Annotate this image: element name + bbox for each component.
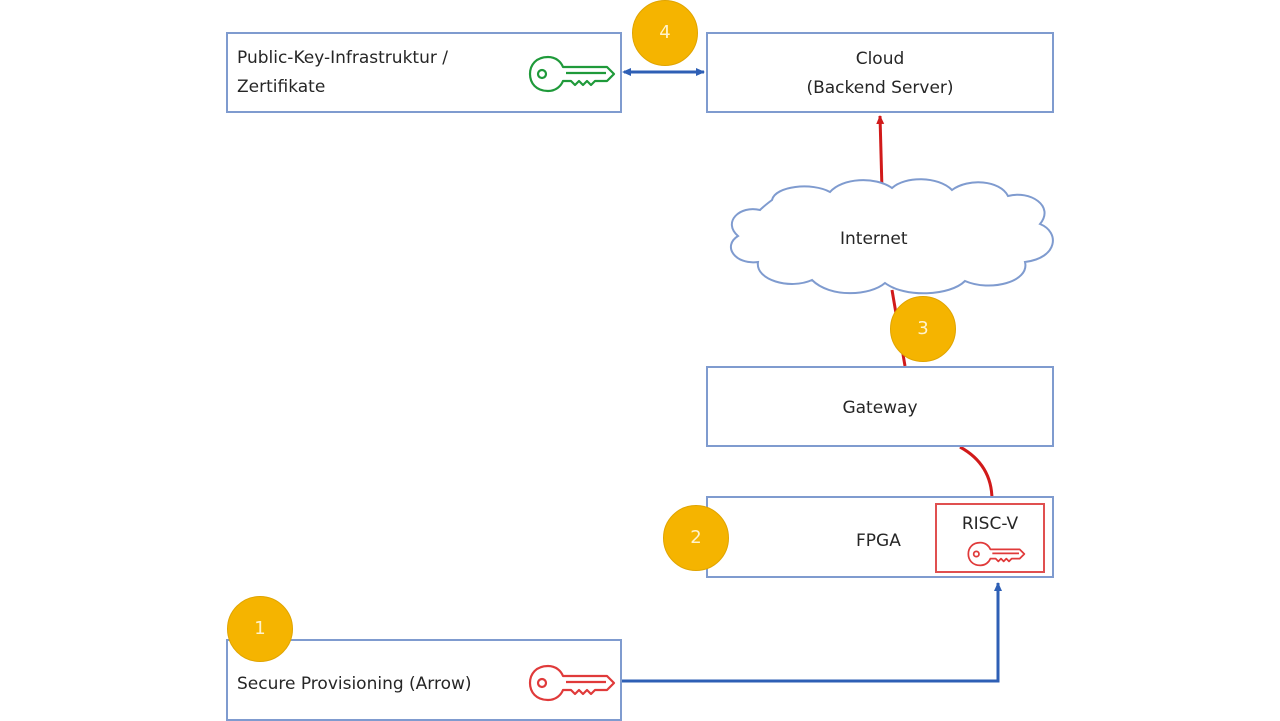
internet-label: Internet xyxy=(840,229,908,249)
riscv-box: RISC-V xyxy=(935,503,1045,573)
connector-riscv-gateway xyxy=(959,445,994,501)
fpga-box: FPGA RISC-V xyxy=(706,496,1054,578)
step-badge-4: 4 xyxy=(632,0,698,66)
connector-internet-cloud xyxy=(876,115,885,191)
step-badge-2: 2 xyxy=(663,505,729,571)
cloud-label-line2: (Backend Server) xyxy=(806,78,954,98)
provisioning-label: Secure Provisioning (Arrow) xyxy=(237,674,472,694)
key-icon xyxy=(967,541,1026,567)
gateway-box: Gateway xyxy=(706,366,1054,447)
step-badge-3: 3 xyxy=(890,296,956,362)
key-icon xyxy=(528,55,616,93)
key-icon xyxy=(528,664,616,702)
riscv-label: RISC-V xyxy=(961,514,1019,534)
pki-label-line2: Zertifikate xyxy=(237,77,326,97)
connector-provisioning-riscv xyxy=(622,582,1002,683)
gateway-label: Gateway xyxy=(842,398,918,418)
pki-label-line1: Public-Key-Infrastruktur / xyxy=(237,48,448,68)
cloud-box: Cloud (Backend Server) xyxy=(706,32,1054,113)
step-badge-1: 1 xyxy=(227,596,293,662)
provisioning-box: Secure Provisioning (Arrow) xyxy=(226,639,622,721)
fpga-label: FPGA xyxy=(856,531,901,551)
pki-box: Public-Key-Infrastruktur / Zertifikate xyxy=(226,32,622,113)
cloud-label-line1: Cloud xyxy=(855,49,905,69)
